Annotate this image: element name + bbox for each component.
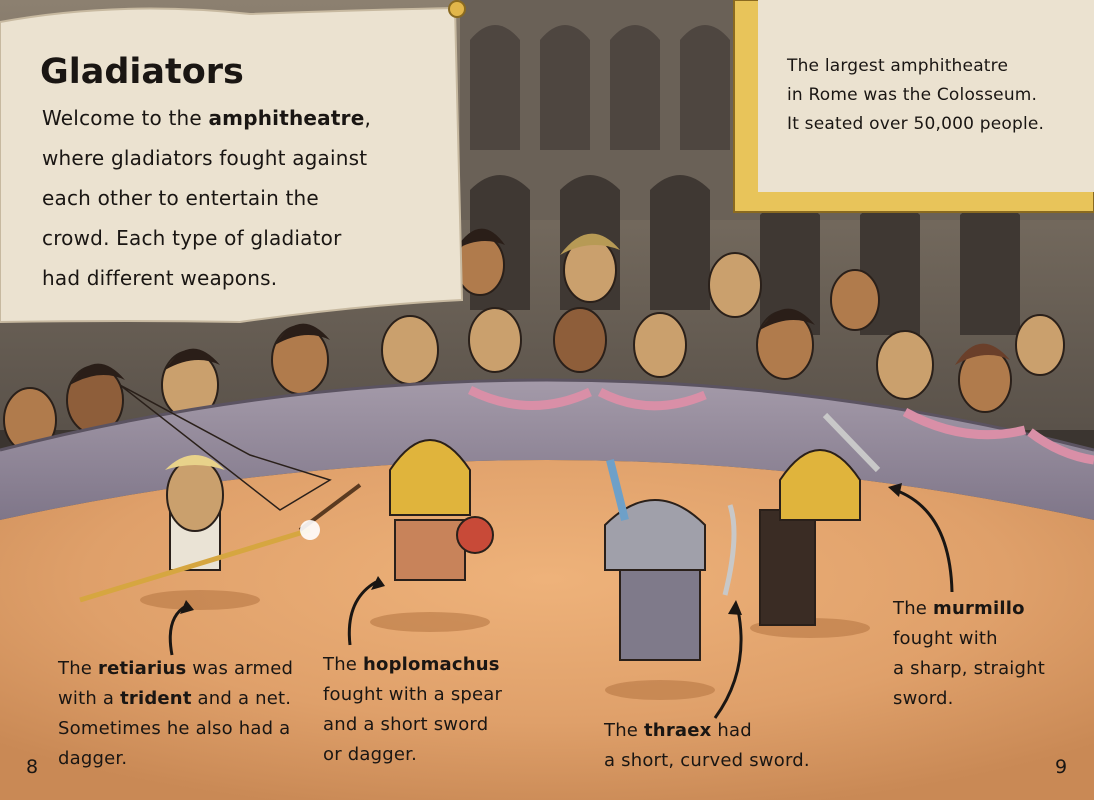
hoplomachus-caption: The hoplomachus fought with a spear and … [323,654,503,765]
murmillo-arrow [894,488,954,593]
term-amphitheatre: amphitheatre [208,106,365,130]
page-number-left: 8 [26,756,39,778]
thraex-figure [604,459,737,700]
intro-line-2: where gladiators fought against [42,146,368,170]
crowd [3,228,1065,453]
hoplomachus-figure [298,439,494,632]
thraex-caption: The thraex had a short, curved sword. [604,720,810,771]
term-murmillo: murmillo [933,598,1025,619]
arena-wall [0,380,1094,520]
term-retiarius: retiarius [98,658,187,679]
retiarius-caption: The retiarius was armed with a trident a… [58,658,294,769]
arena-sand [0,460,1094,800]
intro-line-3: each other to entertain the [42,186,319,210]
murmillo-figure [750,412,881,638]
arrow-heads [180,483,902,615]
term-trident: trident [120,688,192,709]
banner-knob [448,0,466,18]
page-number-right: 9 [1055,756,1068,778]
bunting [467,385,1094,465]
intro-line-4: crowd. Each type of gladiator [42,226,342,250]
sign-panel [758,0,1094,192]
page-title: Gladiators [40,52,244,92]
intro-paragraph: Welcome to the amphitheatre, where gladi… [42,98,412,298]
murmillo-caption: The murmillo fought with a sharp, straig… [893,598,1045,709]
intro-line-5: had different weapons. [42,266,278,290]
intro-line-1: Welcome to the amphitheatre, [42,106,372,130]
term-thraex: thraex [644,720,712,741]
colosseum-fact: The largest amphitheatre in Rome was the… [787,56,1045,134]
hoplomachus-arrow [347,580,377,646]
retiarius-figure [79,384,332,610]
parchment-banner [0,6,464,324]
caption-arrows [168,488,954,719]
thraex-arrow [713,609,743,719]
term-hoplomachus: hoplomachus [363,654,500,675]
